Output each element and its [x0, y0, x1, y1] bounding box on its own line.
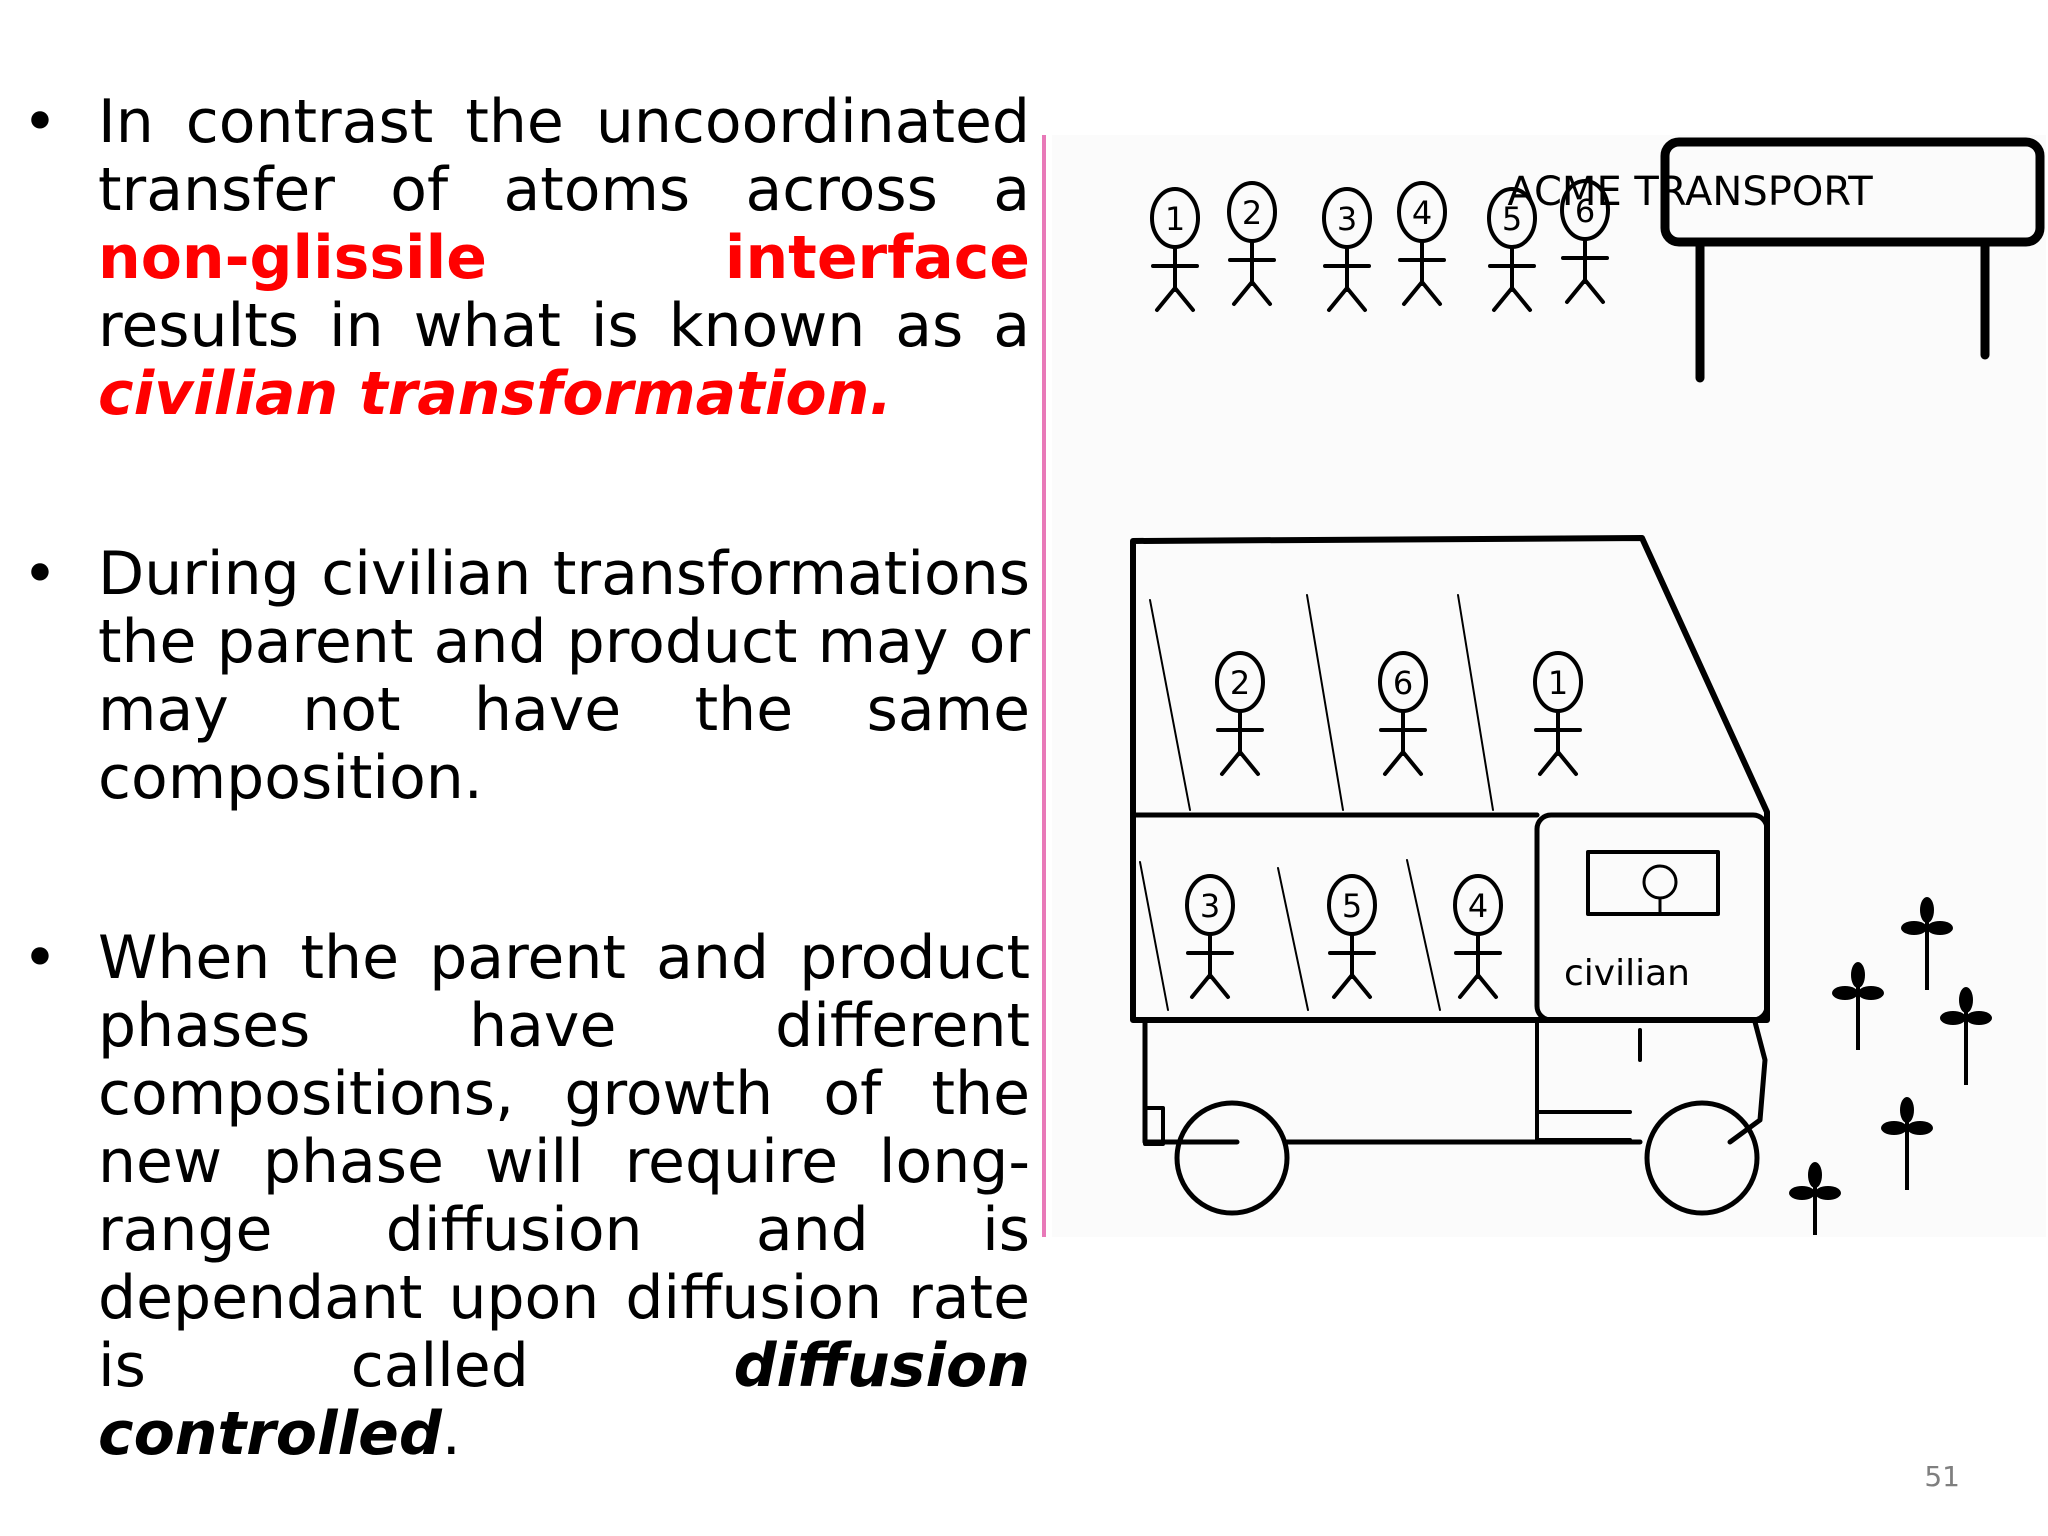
plant-icon	[1940, 987, 1992, 1085]
person-number: 3	[1337, 200, 1357, 238]
person-leg	[1190, 973, 1212, 999]
seat-divider	[1277, 867, 1309, 1011]
plants-group	[1789, 897, 1992, 1235]
person-figure: 1	[1533, 651, 1583, 776]
person-leg	[1345, 286, 1367, 312]
person-leg	[1383, 750, 1405, 776]
bullet-civilian-transformation: • In contrast the uncoordinated transfer…	[20, 88, 1030, 428]
person-figure: 4	[1453, 874, 1503, 999]
person-figure: 4	[1397, 181, 1447, 306]
person-leg	[1401, 750, 1423, 776]
bullet-dot: •	[22, 539, 58, 609]
vertical-divider	[1042, 135, 1046, 1237]
person-leg	[1420, 280, 1442, 306]
bullet-text: .	[441, 1399, 461, 1469]
person-leg	[1232, 280, 1254, 306]
bus-wheel-right	[1644, 1100, 1760, 1216]
person-number: 4	[1468, 887, 1488, 925]
driver-head	[1642, 864, 1678, 900]
person-leg	[1476, 973, 1498, 999]
person-figure: 6	[1560, 179, 1610, 304]
bullet-text: During civilian transformations the pare…	[98, 539, 1030, 813]
person-number: 5	[1502, 200, 1522, 238]
person-leg	[1173, 286, 1195, 312]
plant-icon	[1789, 1162, 1841, 1235]
bullet-list: • In contrast the uncoordinated transfer…	[20, 88, 1030, 1468]
person-figure: 3	[1322, 187, 1372, 312]
person-leg	[1350, 973, 1372, 999]
person-leg	[1538, 750, 1560, 776]
person-leg	[1220, 750, 1242, 776]
person-figure: 2	[1215, 651, 1265, 776]
person-number: 2	[1242, 194, 1262, 232]
bus-step	[1535, 1020, 1632, 1142]
plant-icon	[1832, 962, 1884, 1050]
person-leg	[1510, 286, 1532, 312]
person-leg	[1208, 973, 1230, 999]
person-leg	[1458, 973, 1480, 999]
person-number: 5	[1342, 887, 1362, 925]
people-group: 1 2 3 4 5 6 2 6 1 3 5 4	[1150, 179, 1610, 999]
bus-bumper	[1143, 1106, 1165, 1146]
person-leg	[1155, 286, 1177, 312]
seat-divider	[1149, 599, 1191, 811]
bullet-dot: •	[22, 87, 58, 157]
seat-divider	[1457, 594, 1494, 811]
person-figure: 2	[1227, 181, 1277, 306]
seat-divider	[1139, 861, 1169, 1011]
person-figure: 5	[1487, 187, 1537, 312]
driver-window	[1586, 850, 1720, 916]
bus-wheel-left	[1174, 1100, 1290, 1216]
person-leg	[1492, 286, 1514, 312]
person-leg	[1556, 750, 1578, 776]
person-leg	[1250, 280, 1272, 306]
bullet-diffusion-controlled: • When the parent and product phases hav…	[20, 924, 1030, 1468]
term-non-glissile-interface: non-glissile interface	[98, 223, 1030, 293]
civilian-label: civilian	[1564, 953, 1690, 994]
page-number: 51	[1924, 1460, 1960, 1493]
person-number: 3	[1200, 887, 1220, 925]
person-number: 4	[1412, 194, 1432, 232]
term-civilian-transformation: civilian transformation.	[98, 359, 893, 429]
person-number: 6	[1575, 192, 1595, 230]
person-leg	[1565, 278, 1587, 304]
person-number: 1	[1548, 664, 1568, 702]
acme-sign-board	[1660, 137, 2045, 247]
bullet-dot: •	[22, 923, 58, 993]
person-leg	[1332, 973, 1354, 999]
plant-icon	[1901, 897, 1953, 990]
person-leg	[1238, 750, 1260, 776]
driver-cab	[1534, 812, 1770, 1023]
person-leg	[1583, 278, 1605, 304]
bullet-text: In contrast the uncoordinated transfer o…	[98, 87, 1030, 225]
bus-undercarriage	[1727, 1019, 1768, 1145]
person-figure: 6	[1378, 651, 1428, 776]
term-diffusion-controlled: diffusion controlled	[98, 1331, 1030, 1469]
person-number: 6	[1393, 664, 1413, 702]
seat-divider	[1406, 859, 1441, 1011]
bullet-text: When the parent and product phases have …	[98, 923, 1030, 1401]
person-figure: 1	[1150, 187, 1200, 312]
person-figure: 5	[1327, 874, 1377, 999]
bullet-composition: • During civilian transformations the pa…	[20, 540, 1030, 812]
person-number: 2	[1230, 664, 1250, 702]
person-figure: 3	[1185, 874, 1235, 999]
person-number: 1	[1165, 200, 1185, 238]
seat-divider	[1306, 594, 1344, 811]
bullet-text: results in what is known as a	[98, 291, 1030, 361]
bus-body	[1130, 535, 1770, 1023]
person-leg	[1327, 286, 1349, 312]
person-leg	[1402, 280, 1424, 306]
plant-icon	[1881, 1097, 1933, 1190]
